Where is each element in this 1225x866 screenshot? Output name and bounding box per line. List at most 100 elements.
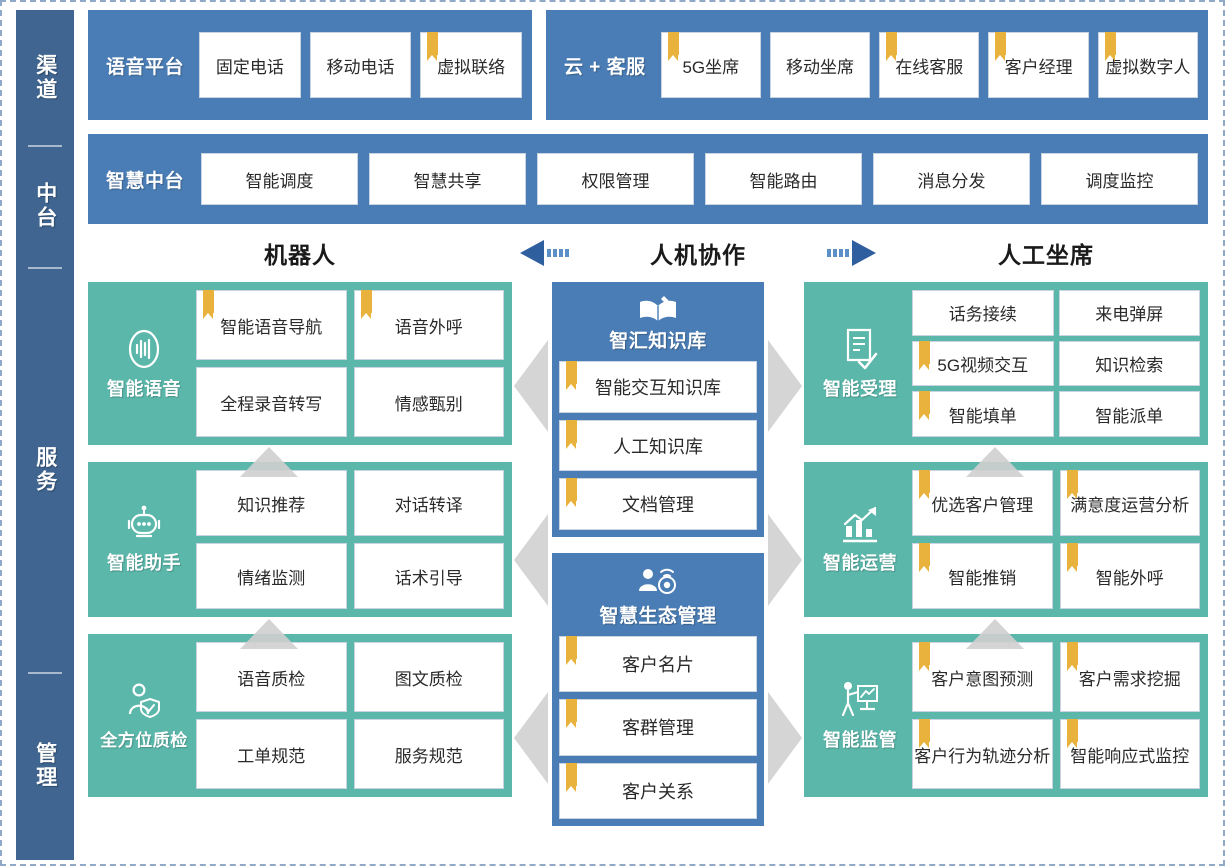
capability-cell[interactable]: 智能填单	[912, 391, 1054, 437]
user-network-icon	[639, 568, 676, 594]
triangle-up-icon	[240, 619, 298, 649]
capability-cell[interactable]: 服务规范	[353, 719, 504, 789]
capability-cell[interactable]: 客户需求挖掘	[1059, 642, 1200, 712]
panel-cells: 优选客户管理 满意度运营分析 智能推销 智能外呼	[912, 470, 1200, 609]
capability-cell[interactable]: 智能响应式监控	[1059, 719, 1200, 789]
rail-segment-platform: 中台	[16, 145, 74, 267]
chevron-right-icon	[768, 692, 802, 784]
bookmark-ribbon-icon	[566, 478, 577, 508]
panel-title: 智能受理	[823, 379, 897, 399]
channel-cell[interactable]: 在线客服	[879, 32, 980, 98]
panel-title: 智能语音	[107, 379, 181, 399]
capability-cell[interactable]: 智能语音导航	[196, 290, 347, 360]
collaboration-column: 智汇知识库 智能交互知识库 人工知识库 文档管理	[514, 282, 802, 827]
channel-row: 语音平台 固定电话 移动电话 虚拟联络 云 + 客服 5G坐席	[88, 10, 1208, 120]
stack-title: 智慧生态管理	[599, 606, 717, 627]
arrow-right-icon	[827, 240, 876, 266]
stack-title: 智汇知识库	[609, 331, 707, 352]
capability-cell[interactable]: 客户行为轨迹分析	[912, 719, 1053, 789]
channel-cell[interactable]: 5G坐席	[660, 32, 761, 98]
capability-cell[interactable]: 来电弹屏	[1058, 290, 1200, 336]
capability-cell[interactable]: 话务接续	[912, 290, 1054, 336]
panel-intelligent-assistant: 智能助手 知识推荐 对话转译 情绪监测 话术引导	[88, 462, 512, 617]
cell-label: 在线客服	[895, 57, 964, 77]
cell-label: 智能响应式监控	[1070, 746, 1190, 766]
bookmark-ribbon-icon	[566, 699, 577, 729]
cell-label: 调度监控	[1085, 171, 1154, 191]
cell-label: 智能语音导航	[220, 317, 323, 337]
cell-label: 情感甄别	[394, 394, 463, 414]
capability-cell[interactable]: 知识推荐	[196, 470, 347, 536]
bookmark-ribbon-icon	[1104, 32, 1116, 61]
panel-head: 智能助手	[92, 504, 196, 575]
platform-cell[interactable]: 智慧共享	[369, 153, 527, 205]
channel-cell[interactable]: 移动电话	[309, 32, 412, 98]
platform-cell[interactable]: 消息分发	[873, 153, 1031, 205]
bookmark-ribbon-icon	[995, 32, 1007, 61]
channel-cell[interactable]: 虚拟联络	[420, 32, 522, 98]
capability-cell[interactable]: 知识检索	[1058, 340, 1200, 387]
heading-collaboration: 人机协作	[650, 242, 746, 268]
capability-cell[interactable]: 5G视频交互	[912, 340, 1054, 387]
capability-cell[interactable]: 语音质检	[196, 642, 347, 712]
capability-cell[interactable]: 语音外呼	[353, 290, 504, 360]
capability-cell[interactable]: 情感甄别	[353, 367, 504, 437]
human-agent-column: 智能受理 话务接续 来电弹屏 5G视频交互 知识检索 智能填单 智能派单	[804, 282, 1208, 827]
platform-cell[interactable]: 智能调度	[201, 153, 359, 205]
capability-cell[interactable]: 全程录音转写	[196, 367, 347, 437]
chevron-right-icon	[768, 514, 802, 606]
cell-label: 客户名片	[622, 655, 694, 676]
cell-label: 客户意图预测	[931, 669, 1034, 689]
panel-title: 智能监管	[823, 730, 897, 750]
capability-cell[interactable]: 情绪监测	[196, 543, 347, 609]
panel-intelligent-acceptance: 智能受理 话务接续 来电弹屏 5G视频交互 知识检索 智能填单 智能派单	[804, 282, 1208, 445]
capability-cell[interactable]: 图文质检	[353, 642, 504, 712]
arrow-left-slot	[512, 240, 592, 266]
rail-label-management: 管理	[33, 742, 57, 790]
panel-intelligent-supervision: 智能监管 客户意图预测 客户需求挖掘 客户行为轨迹分析 智能响应式监控	[804, 634, 1208, 797]
capability-cell[interactable]: 智能派单	[1058, 391, 1200, 437]
ecosystem-cell[interactable]: 客户名片	[559, 636, 757, 693]
knowledge-cell[interactable]: 人工知识库	[559, 419, 757, 472]
capability-cell[interactable]: 优选客户管理	[912, 470, 1053, 536]
platform-cell[interactable]: 智能路由	[705, 153, 863, 205]
bookmark-ribbon-icon	[566, 361, 577, 390]
channel-cell[interactable]: 移动坐席	[769, 32, 871, 98]
knowledge-cell[interactable]: 智能交互知识库	[559, 361, 757, 413]
knowledge-cell[interactable]: 文档管理	[559, 478, 757, 531]
platform-cell[interactable]: 权限管理	[537, 153, 695, 205]
capability-cell[interactable]: 智能推销	[912, 543, 1053, 609]
cell-label: 智能外呼	[1095, 568, 1164, 588]
panel-head: 智能受理	[808, 326, 912, 401]
cell-label: 客户行为轨迹分析	[914, 746, 1051, 766]
cell-label: 满意度运营分析	[1070, 495, 1190, 515]
capability-cell[interactable]: 话术引导	[353, 543, 504, 609]
cell-label: 全程录音转写	[220, 394, 323, 414]
rail-label-channel: 渠道	[33, 53, 57, 102]
capability-cell[interactable]: 智能外呼	[1059, 543, 1200, 609]
cell-label: 智能推销	[948, 568, 1017, 588]
bookmark-ribbon-icon	[1066, 719, 1078, 748]
capability-cell[interactable]: 对话转译	[353, 470, 504, 536]
rail-segment-service: 服务	[16, 267, 74, 672]
capability-cell[interactable]: 满意度运营分析	[1059, 470, 1200, 536]
channel-cell[interactable]: 客户经理	[988, 32, 1089, 98]
cell-label: 来电弹屏	[1095, 305, 1164, 325]
channel-cell[interactable]: 虚拟数字人	[1097, 32, 1198, 98]
capability-cell[interactable]: 工单规范	[196, 719, 347, 789]
panel-head: 智能监管	[808, 679, 912, 752]
person-shield-icon	[128, 682, 160, 718]
layer-rail: 渠道 中台 服务 管理	[16, 10, 74, 860]
channel-cell[interactable]: 固定电话	[199, 32, 301, 98]
ecosystem-cell[interactable]: 客群管理	[559, 699, 757, 756]
cell-label: 移动坐席	[786, 57, 855, 77]
cell-label: 虚拟数字人	[1105, 57, 1191, 77]
stack-head: 智慧生态管理	[559, 559, 757, 636]
chevron-right-icon	[768, 340, 802, 432]
body-grid: 智能语音 智能语音导航 语音外呼 全程录音转写 情感甄别	[88, 282, 1208, 827]
ecosystem-cell[interactable]: 客户关系	[559, 762, 757, 819]
panel-cells: 语音质检 图文质检 工单规范 服务规范	[196, 642, 504, 789]
capability-cell[interactable]: 客户意图预测	[912, 642, 1053, 712]
platform-cell[interactable]: 调度监控	[1041, 153, 1199, 205]
